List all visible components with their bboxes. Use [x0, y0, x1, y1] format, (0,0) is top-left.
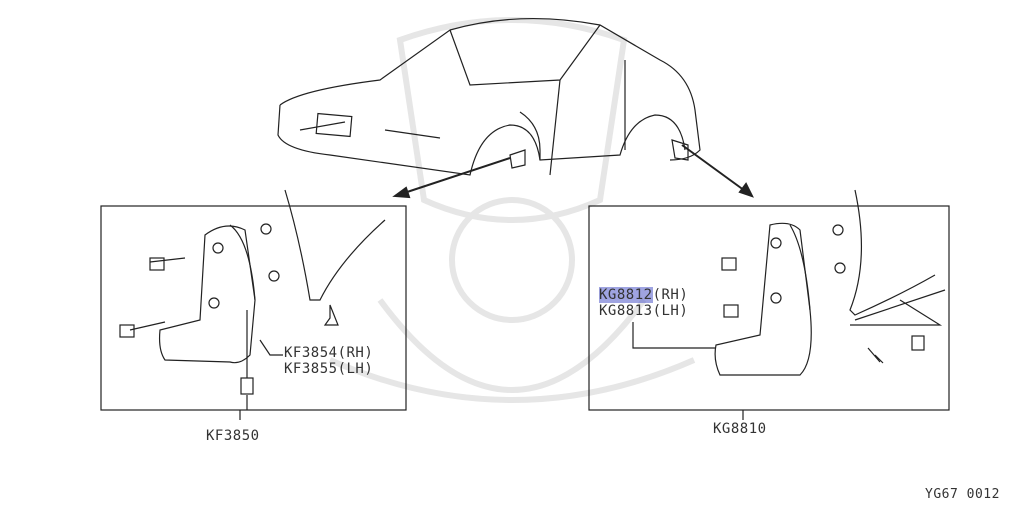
right-panel-frame — [588, 205, 950, 411]
part-number: KG8813 — [599, 303, 653, 319]
watermark-emblem — [328, 17, 696, 403]
car-illustration — [277, 18, 701, 176]
part-side: (LH) — [337, 361, 374, 377]
assembly-kf3850-label[interactable]: KF3850 — [206, 428, 260, 444]
assembly-kg8810-label[interactable]: KG8810 — [713, 421, 767, 437]
part-number-highlighted: KG8812 — [599, 287, 653, 303]
left-panel-frame — [100, 205, 407, 411]
callout-arrows — [392, 144, 754, 199]
part-kf3855-label[interactable]: KF3855(LH) — [284, 361, 373, 377]
part-kg8813-label[interactable]: KG8813(LH) — [599, 303, 688, 319]
part-number: KF3854 — [284, 345, 338, 361]
right-mudflap-drawing — [632, 189, 946, 376]
part-kf3854-label[interactable]: KF3854(RH) — [284, 345, 373, 361]
diagram-code: YG67 0012 — [925, 487, 1000, 502]
part-number: KF3855 — [284, 361, 338, 377]
left-mudflap-drawing — [119, 189, 386, 410]
part-side: (RH) — [652, 287, 689, 303]
part-side: (LH) — [652, 303, 689, 319]
part-side: (RH) — [337, 345, 374, 361]
part-kg8812-label[interactable]: KG8812(RH) — [599, 287, 688, 303]
